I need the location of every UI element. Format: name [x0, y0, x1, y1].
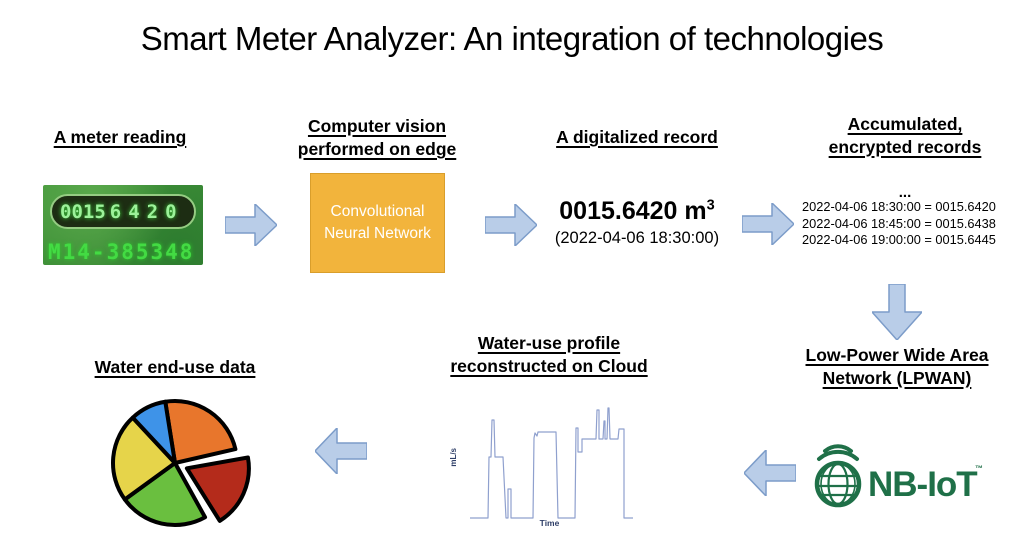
- record-value-text: 0015.6420 m: [559, 197, 707, 225]
- heading-accumulated-records: Accumulated, encrypted records: [805, 113, 1005, 159]
- heading-profile-line2: reconstructed on Cloud: [450, 356, 648, 377]
- cnn-box: Convolutional Neural Network: [310, 173, 445, 273]
- arrow-right-icon: [742, 203, 794, 245]
- profile-y-axis-label: mL/s: [449, 448, 458, 467]
- arrow-left-icon: [315, 428, 367, 474]
- profile-flow-line: [470, 407, 633, 519]
- nb-iot-logo: NB-IoT ™: [814, 444, 983, 508]
- pie-slices: [111, 399, 251, 527]
- records-ellipsis: ...: [898, 184, 912, 201]
- record-row: 2022-04-06 19:00:00 = 0015.6445: [802, 232, 996, 247]
- arrow-left-icon: [744, 450, 796, 496]
- water-end-use-pie-chart: [111, 399, 251, 527]
- heading-computer-vision-line1: Computer vision: [307, 116, 447, 136]
- cnn-box-line2: Neural Network: [324, 225, 431, 242]
- meter-digits-main: 0015: [60, 200, 106, 223]
- heading-water-use-profile: Water-use profile reconstructed on Cloud: [446, 332, 652, 378]
- nb-iot-wordmark: NB-IoT: [868, 465, 977, 504]
- record-row: 2022-04-06 18:45:00 = 0015.6438: [802, 215, 996, 231]
- water-use-profile-chart: [470, 407, 633, 519]
- pie-slice: [130, 399, 177, 465]
- profile-x-axis-label: Time: [539, 518, 560, 528]
- pie-slice: [122, 461, 208, 527]
- cnn-box-line1: Convolutional: [330, 202, 425, 220]
- meter-photo: 0015 6420 M14-385348: [43, 185, 203, 265]
- heading-water-end-use: Water end-use data: [94, 357, 256, 377]
- record-value-exponent: 3: [706, 197, 715, 214]
- record-value: 0015.6420 m3: [547, 197, 727, 226]
- meter-serial-number: M14-385348: [48, 240, 195, 264]
- heading-profile-line1: Water-use profile: [477, 333, 621, 353]
- pie-slice: [163, 399, 238, 465]
- heading-accumulated-line2: encrypted records: [828, 137, 982, 158]
- heading-lpwan: Low-Power Wide Area Network (LPWAN): [797, 344, 997, 390]
- heading-computer-vision: Computer vision performed on edge: [287, 115, 467, 161]
- meter-odometer-window: 0015 6420: [50, 194, 196, 229]
- record-row: 2022-04-06 18:30:00 = 0015.6420: [802, 199, 996, 214]
- heading-lpwan-line2: Network (LPWAN): [822, 368, 972, 389]
- arrow-right-icon: [225, 204, 277, 246]
- heading-accumulated-line1: Accumulated,: [847, 114, 963, 134]
- arrow-right-icon: [485, 204, 537, 246]
- meter-digits-decimals: 6420: [109, 200, 184, 223]
- heading-digitalized-record: A digitalized record: [556, 127, 718, 147]
- globe-icon: [814, 444, 862, 508]
- pie-slice: [184, 455, 251, 523]
- heading-meter-reading: A meter reading: [53, 127, 187, 147]
- heading-lpwan-line1: Low-Power Wide Area: [805, 345, 989, 365]
- pie-slice: [111, 415, 177, 502]
- record-timestamp: (2022-04-06 18:30:00): [554, 229, 720, 247]
- page-title: Smart Meter Analyzer: An integration of …: [140, 20, 884, 57]
- records-list: ... 2022-04-06 18:30:00 = 0015.6420 2022…: [802, 184, 1008, 249]
- heading-computer-vision-line2: performed on edge: [297, 139, 457, 160]
- arrow-down-icon: [872, 284, 922, 340]
- trademark-symbol: ™: [975, 464, 983, 473]
